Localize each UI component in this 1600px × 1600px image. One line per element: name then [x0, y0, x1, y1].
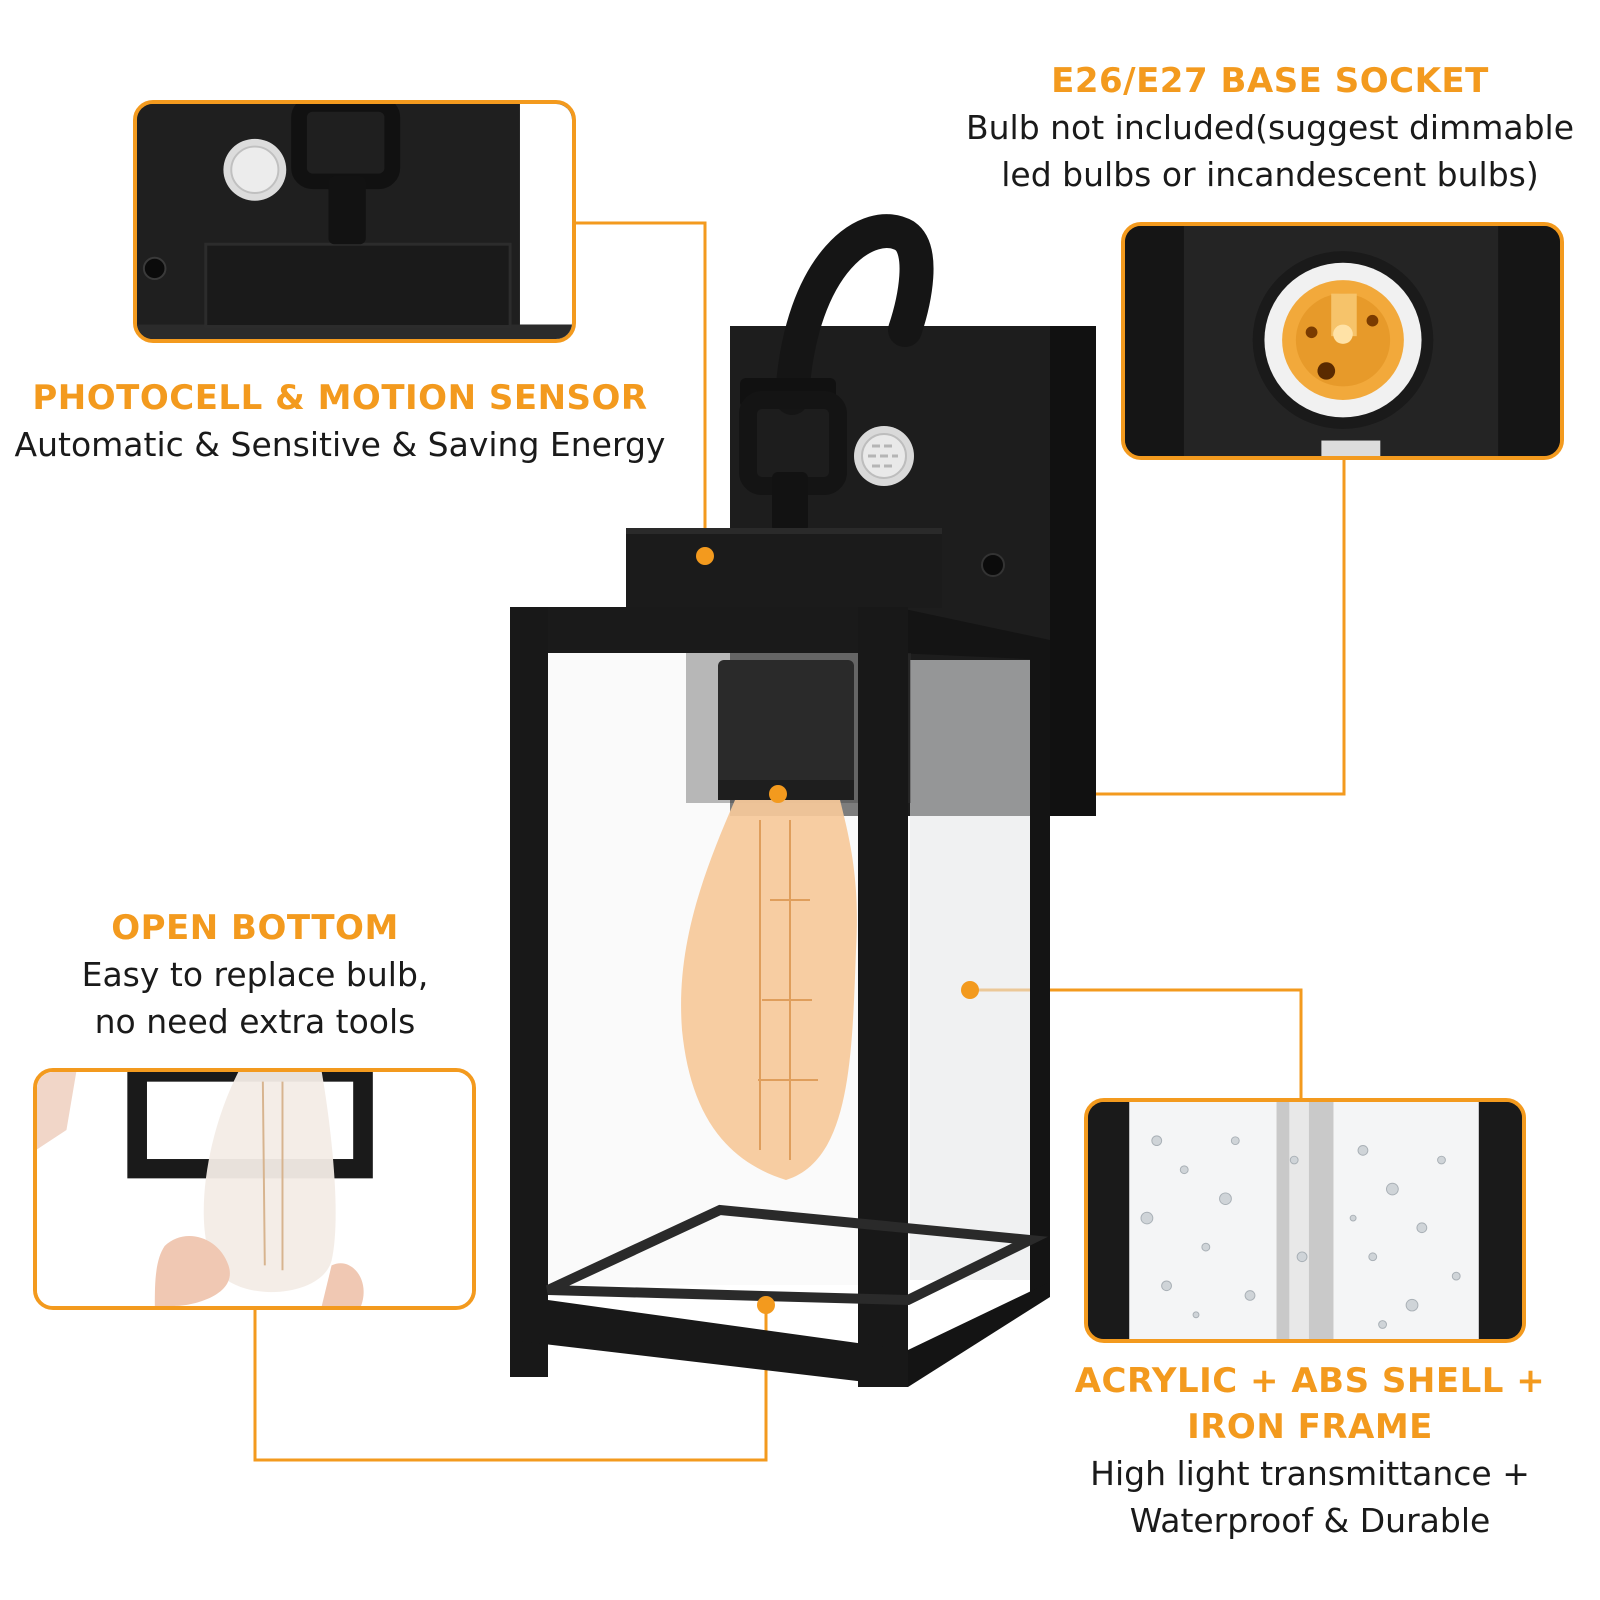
- bottom-detail-box: [33, 1068, 476, 1310]
- socket-title: E26/E27 BASE SOCKET: [1051, 61, 1489, 101]
- shell-title-line2: IRON FRAME: [1187, 1407, 1433, 1447]
- shell-callout-dot: [961, 981, 979, 999]
- bulb-icon: [681, 800, 857, 1180]
- socket-desc-line2: led bulbs or incandescent bulbs): [1001, 155, 1539, 194]
- shell-desc-line2: Waterproof & Durable: [1129, 1501, 1491, 1540]
- bottom-desc-line1: Easy to replace bulb,: [81, 955, 429, 994]
- socket-callout-dot: [769, 785, 787, 803]
- socket-housing: [718, 660, 854, 800]
- sensor-callout-dot: [696, 547, 714, 565]
- hook-arm: [775, 214, 934, 415]
- shell-desc-line1: High light transmittance +: [1090, 1454, 1530, 1493]
- socket-detail-image: [1125, 226, 1560, 456]
- shell-callout-line: [970, 988, 1303, 1098]
- shell-feature: ACRYLIC + ABS SHELL + IRON FRAME High li…: [1060, 1358, 1560, 1544]
- cage-top: [510, 607, 895, 653]
- bulb-socket-icon: [1252, 251, 1434, 429]
- sensor-title: PHOTOCELL & MOTION SENSOR: [32, 378, 648, 418]
- sensor-callout-line: [574, 221, 707, 556]
- sensor-feature: PHOTOCELL & MOTION SENSOR Automatic & Se…: [0, 375, 680, 468]
- sensor-detail-box: [133, 100, 576, 343]
- top-cap: [626, 528, 942, 608]
- motion-sensor-icon: [854, 426, 914, 486]
- bottom-callout-dot: [757, 1296, 775, 1314]
- socket-feature: E26/E27 BASE SOCKET Bulb not included(su…: [950, 58, 1590, 198]
- shell-detail-image: [1088, 1102, 1522, 1339]
- socket-desc-line1: Bulb not included(suggest dimmable: [965, 108, 1575, 147]
- shell-detail-box: [1084, 1098, 1526, 1343]
- socket-detail-box: [1121, 222, 1564, 460]
- wall-lantern: [510, 214, 1096, 1387]
- bottom-callout-line: [253, 1305, 768, 1462]
- water-droplets-icon: [1140, 1135, 1461, 1329]
- glass-side: [910, 660, 1035, 1280]
- bottom-detail-image: [37, 1072, 472, 1306]
- shell-title-line1: ACRYLIC + ABS SHELL +: [1074, 1361, 1546, 1401]
- bottom-title: OPEN BOTTOM: [111, 908, 399, 948]
- bottom-desc-line2: no need extra tools: [94, 1002, 416, 1041]
- cage-bottom: [510, 1250, 908, 1387]
- backplate-screw: [981, 553, 1005, 577]
- sensor-detail-image: [137, 104, 572, 339]
- sensor-desc: Automatic & Sensitive & Saving Energy: [14, 425, 666, 464]
- bottom-feature: OPEN BOTTOM Easy to replace bulb, no nee…: [40, 905, 470, 1045]
